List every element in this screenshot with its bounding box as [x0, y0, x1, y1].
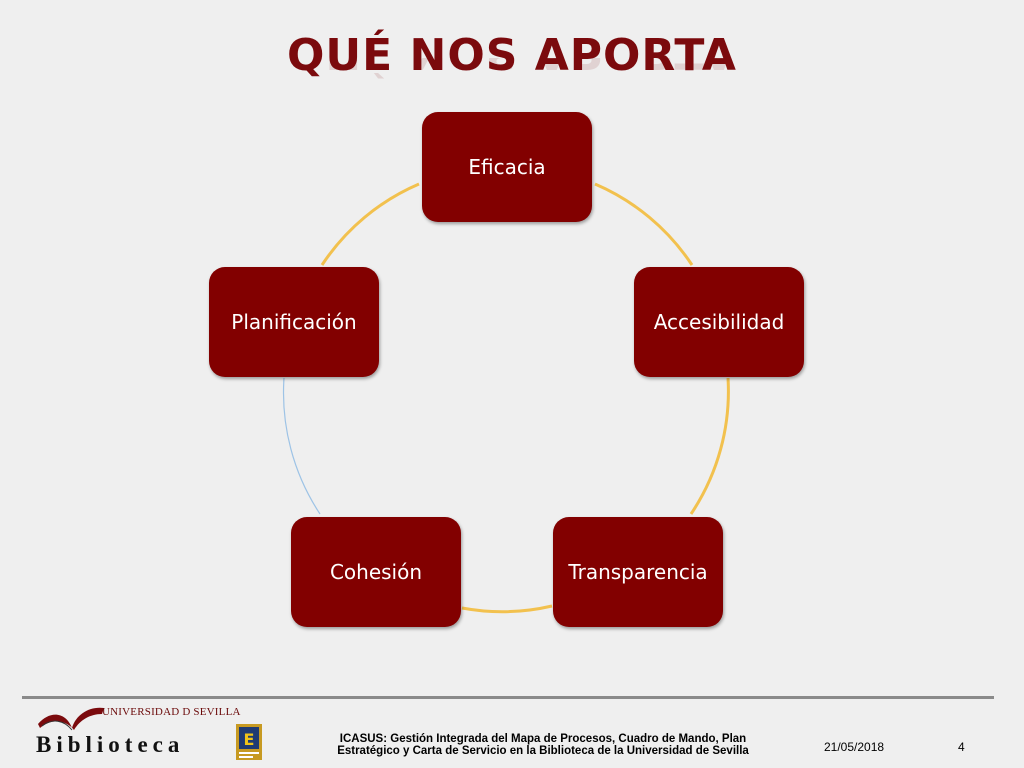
cycle-node-eficacia: Eficacia — [422, 112, 592, 222]
cycle-node-accesibilidad: Accesibilidad — [634, 267, 804, 377]
footer-caption-line1: ICASUS: Gestión Integrada del Mapa de Pr… — [339, 733, 747, 745]
footer-caption-line2: Estratégico y Carta de Servicio en la Bi… — [337, 745, 749, 757]
connector-accesibilidad-transparencia — [689, 377, 730, 515]
cycle-node-label: Planificación — [231, 310, 357, 334]
open-book-icon — [38, 707, 104, 731]
logo-subtitle: UNIVERSIDAD D SEVILLA — [102, 706, 241, 718]
connector-eficacia-accesibilidad — [594, 182, 694, 266]
footer-caption: ICASUS: Gestión Integrada del Mapa de Pr… — [280, 733, 806, 757]
footer-divider — [22, 696, 994, 699]
cycle-node-label: Accesibilidad — [653, 310, 785, 334]
cycle-node-planificacion: Planificación — [209, 267, 379, 377]
cycle-node-label: Cohesión — [329, 560, 423, 584]
biblioteca-logo: UNIVERSIDAD D SEVILLA Biblioteca — [36, 702, 240, 764]
seal-letter: E — [244, 730, 255, 749]
cycle-node-cohesion: Cohesión — [291, 517, 461, 627]
cycle-node-transparencia: Transparencia — [553, 517, 723, 627]
slide-number: 4 — [958, 740, 965, 754]
quality-seal-icon: E — [236, 724, 262, 760]
logo-title: Biblioteca — [36, 732, 185, 757]
slide-title: QUÉ NOS APORTA — [286, 30, 737, 81]
connector-planificacion-eficacia — [320, 182, 420, 266]
cycle-node-label: Eficacia — [468, 155, 546, 179]
cycle-node-label: Transparencia — [568, 560, 708, 584]
connector-transparencia-cohesion — [461, 604, 553, 614]
connector-cohesion-planificacion — [282, 377, 321, 515]
footer-date: 21/05/2018 — [824, 740, 885, 754]
